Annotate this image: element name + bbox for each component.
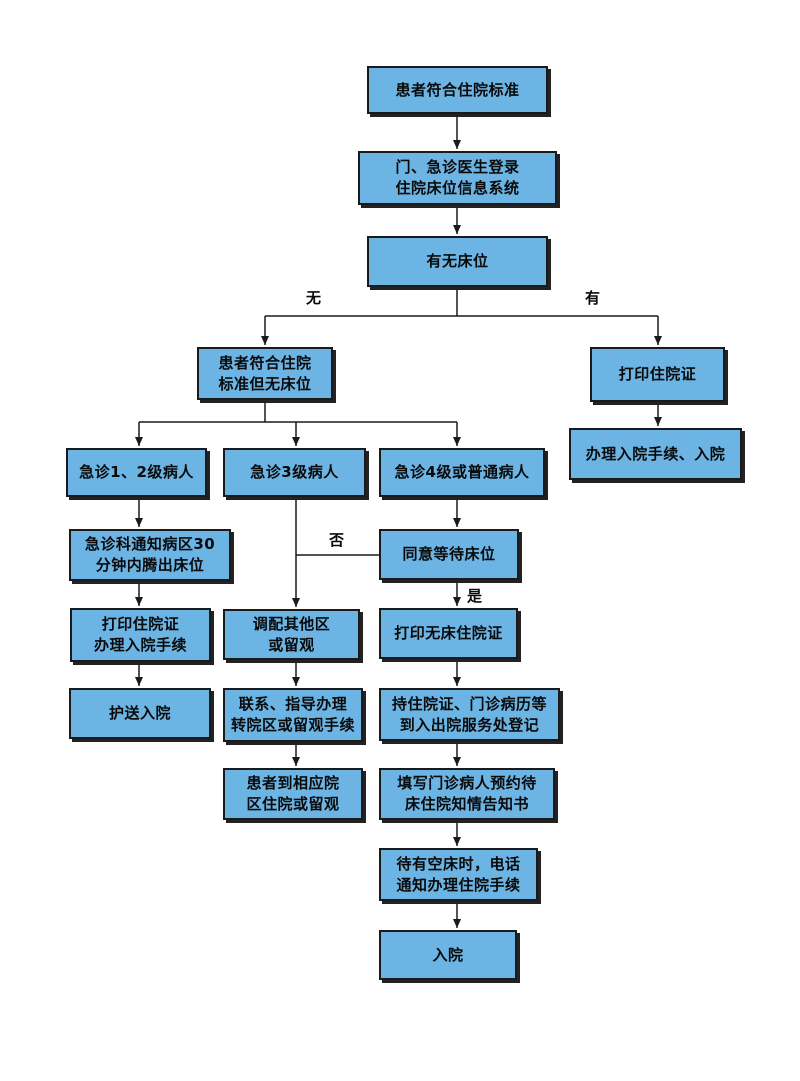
node-text: 填写门诊病人预约待 <box>397 774 537 792</box>
node-escort-admission: 护送入院 <box>69 688 211 739</box>
node-text: 有无床位 <box>426 252 489 270</box>
node-text: 或留观 <box>268 635 315 654</box>
node-text: 急诊4级或普通病人 <box>394 463 530 481</box>
node-no-bed: 患者符合住院 标准但无床位 <box>197 347 333 400</box>
node-agree-to-wait: 同意等待床位 <box>379 529 519 580</box>
node-text: 办理入院手续、入院 <box>585 444 726 463</box>
node-text: 床住院知情告知书 <box>404 795 529 813</box>
node-contact-guide: 联系、指导办理 转院区或留观手续 <box>223 688 363 742</box>
node-emergency-level-3: 急诊3级病人 <box>223 448 366 497</box>
node-text: 患者符合住院 <box>218 353 312 372</box>
edge-label-no-bed: 无 <box>306 289 322 307</box>
node-text: 门、急诊医生登录 <box>395 158 520 176</box>
node-text: 分钟内腾出床位 <box>95 556 205 574</box>
node-text: 联系、指导办理 <box>238 695 348 713</box>
node-text: 护送入院 <box>108 704 171 722</box>
edge-label-no: 否 <box>329 531 345 549</box>
node-text: 转院区或留观手续 <box>230 716 355 734</box>
node-meets-criteria: 患者符合住院标准 <box>367 66 548 114</box>
node-text: 急诊科通知病区30 <box>84 535 216 553</box>
node-text: 区住院或留观 <box>246 795 340 813</box>
node-notify-ward: 急诊科通知病区30 分钟内腾出床位 <box>69 529 231 581</box>
edge-label-has-bed: 有 <box>585 289 601 307</box>
node-text: 打印住院证 <box>618 365 697 383</box>
edge-label-yes: 是 <box>467 587 483 605</box>
node-text: 住院床位信息系统 <box>395 179 520 197</box>
node-text: 同意等待床位 <box>402 545 496 563</box>
node-transfer-or-observe: 调配其他区 或留观 <box>223 609 360 660</box>
node-print-admission-cert: 打印住院证 <box>590 347 725 402</box>
node-doctor-login: 门、急诊医生登录 住院床位信息系统 <box>358 151 557 205</box>
node-text: 通知办理住院手续 <box>396 875 521 894</box>
node-text: 患者到相应院 <box>246 774 340 792</box>
node-text: 标准但无床位 <box>218 374 312 393</box>
node-text: 持住院证、门诊病历等 <box>391 694 547 713</box>
node-text: 打印住院证 <box>101 615 180 633</box>
node-admission-procedures: 办理入院手续、入院 <box>569 428 742 480</box>
node-register-at-service: 持住院证、门诊病历等 到入出院服务处登记 <box>379 688 560 741</box>
node-bed-available: 有无床位 <box>367 236 548 287</box>
node-text: 打印无床住院证 <box>394 624 503 642</box>
node-text: 调配其他区 <box>252 614 331 633</box>
node-patient-to-ward: 患者到相应院 区住院或留观 <box>223 768 363 820</box>
node-print-no-bed-cert: 打印无床住院证 <box>379 608 518 659</box>
node-admitted: 入院 <box>379 930 517 980</box>
node-text: 入院 <box>432 945 464 964</box>
node-print-and-admit: 打印住院证 办理入院手续 <box>70 608 211 662</box>
node-fill-consent-form: 填写门诊病人预约待 床住院知情告知书 <box>379 768 555 820</box>
node-text: 急诊1、2级病人 <box>79 463 194 481</box>
node-emergency-level-4: 急诊4级或普通病人 <box>379 448 545 497</box>
node-text: 到入出院服务处登记 <box>399 715 540 734</box>
node-emergency-level-1-2: 急诊1、2级病人 <box>66 448 207 497</box>
node-phone-notify: 待有空床时，电话 通知办理住院手续 <box>379 848 538 901</box>
node-text: 急诊3级病人 <box>250 463 339 481</box>
node-text: 办理入院手续 <box>93 636 187 654</box>
node-text: 待有空床时，电话 <box>396 854 521 873</box>
node-text: 患者符合住院标准 <box>395 80 520 99</box>
